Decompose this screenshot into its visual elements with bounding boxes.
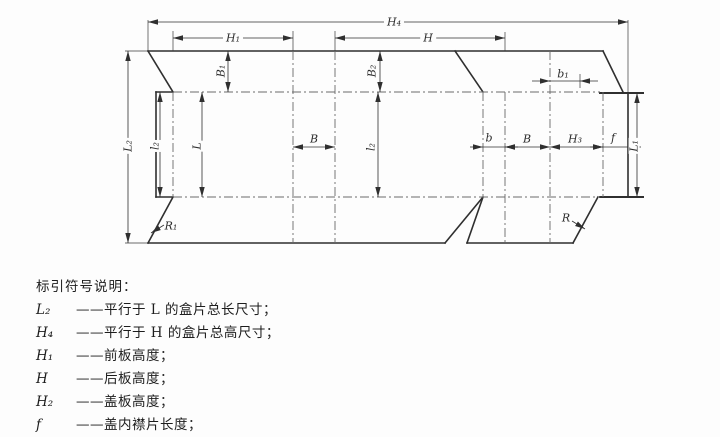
dim-label-b-lid-panel: B (522, 132, 532, 146)
legend-symbol: L₂ (36, 302, 51, 318)
dim-label-r-corner-radius: R (561, 211, 571, 225)
legend-desc: ——盖内襟片长度； (76, 417, 202, 433)
symbol-legend: 标引符号说明： L₂ ——平行于 L 的盒片总长尺寸； H₄ ——平行于 H 的… (36, 276, 696, 437)
dim-label-l2-glue-flap: l₂ (148, 140, 162, 152)
legend-desc: ——平行于 H 的盒片总高尺寸； (76, 325, 280, 341)
dim-label-b-small-gap: b (485, 131, 493, 145)
dim-label-b2-flap: B₂ (365, 64, 379, 78)
legend-title: 标引符号说明： (36, 279, 138, 295)
legend-item-h2: H₂ ——盖板高度； (36, 391, 696, 414)
dim-label-f-tuck-flap: f (610, 131, 616, 145)
legend-desc: ——前板高度； (76, 348, 174, 364)
dim-label-h1-front-panel: H₁ (222, 32, 244, 44)
legend-desc: ——盖板高度； (76, 394, 174, 410)
dim-label-l2-back-column: l₂ (364, 141, 378, 153)
dim-label-h-back-panel: H (420, 32, 436, 44)
legend-symbol: H₄ (36, 325, 54, 341)
carton-blank-drawing (125, 19, 644, 245)
legend-symbol: H₂ (36, 394, 54, 410)
legend-symbol: H (36, 371, 48, 387)
fold-lines (172, 51, 604, 243)
dim-label-b1-flap: B₁ (214, 64, 228, 78)
legend-item-h1: H₁ ——前板高度； (36, 345, 696, 368)
legend-item-l2: L₂ ——平行于 L 的盒片总长尺寸； (36, 299, 696, 322)
dim-label-l-box-length: L (190, 140, 204, 152)
dim-label-b-bottom-panel: B (309, 132, 319, 146)
legend-desc: ——后板高度； (76, 371, 174, 387)
dim-label-l1-flap-length: L₁ (627, 138, 641, 154)
legend-item-h4: H₄ ——平行于 H 的盒片总高尺寸； (36, 322, 696, 345)
legend-desc: ——平行于 L 的盒片总长尺寸； (76, 302, 278, 318)
dim-label-h4-total-height: H₄ (383, 16, 405, 28)
dimension-lines (125, 19, 641, 243)
legend-item-f: f ——盖内襟片长度； (36, 414, 696, 437)
dim-label-r1-corner-radius: R₁ (164, 219, 178, 233)
dim-label-b1-small-gap: b₁ (557, 67, 569, 81)
legend-item-h: H ——后板高度； (36, 368, 696, 391)
legend-symbol: H₁ (36, 348, 54, 364)
extension-lines (125, 20, 629, 244)
legend-symbol: f (36, 417, 41, 433)
dim-label-h3-lid-front: H₃ (567, 132, 583, 146)
dim-label-l2-total-length: L₂ (121, 138, 135, 154)
